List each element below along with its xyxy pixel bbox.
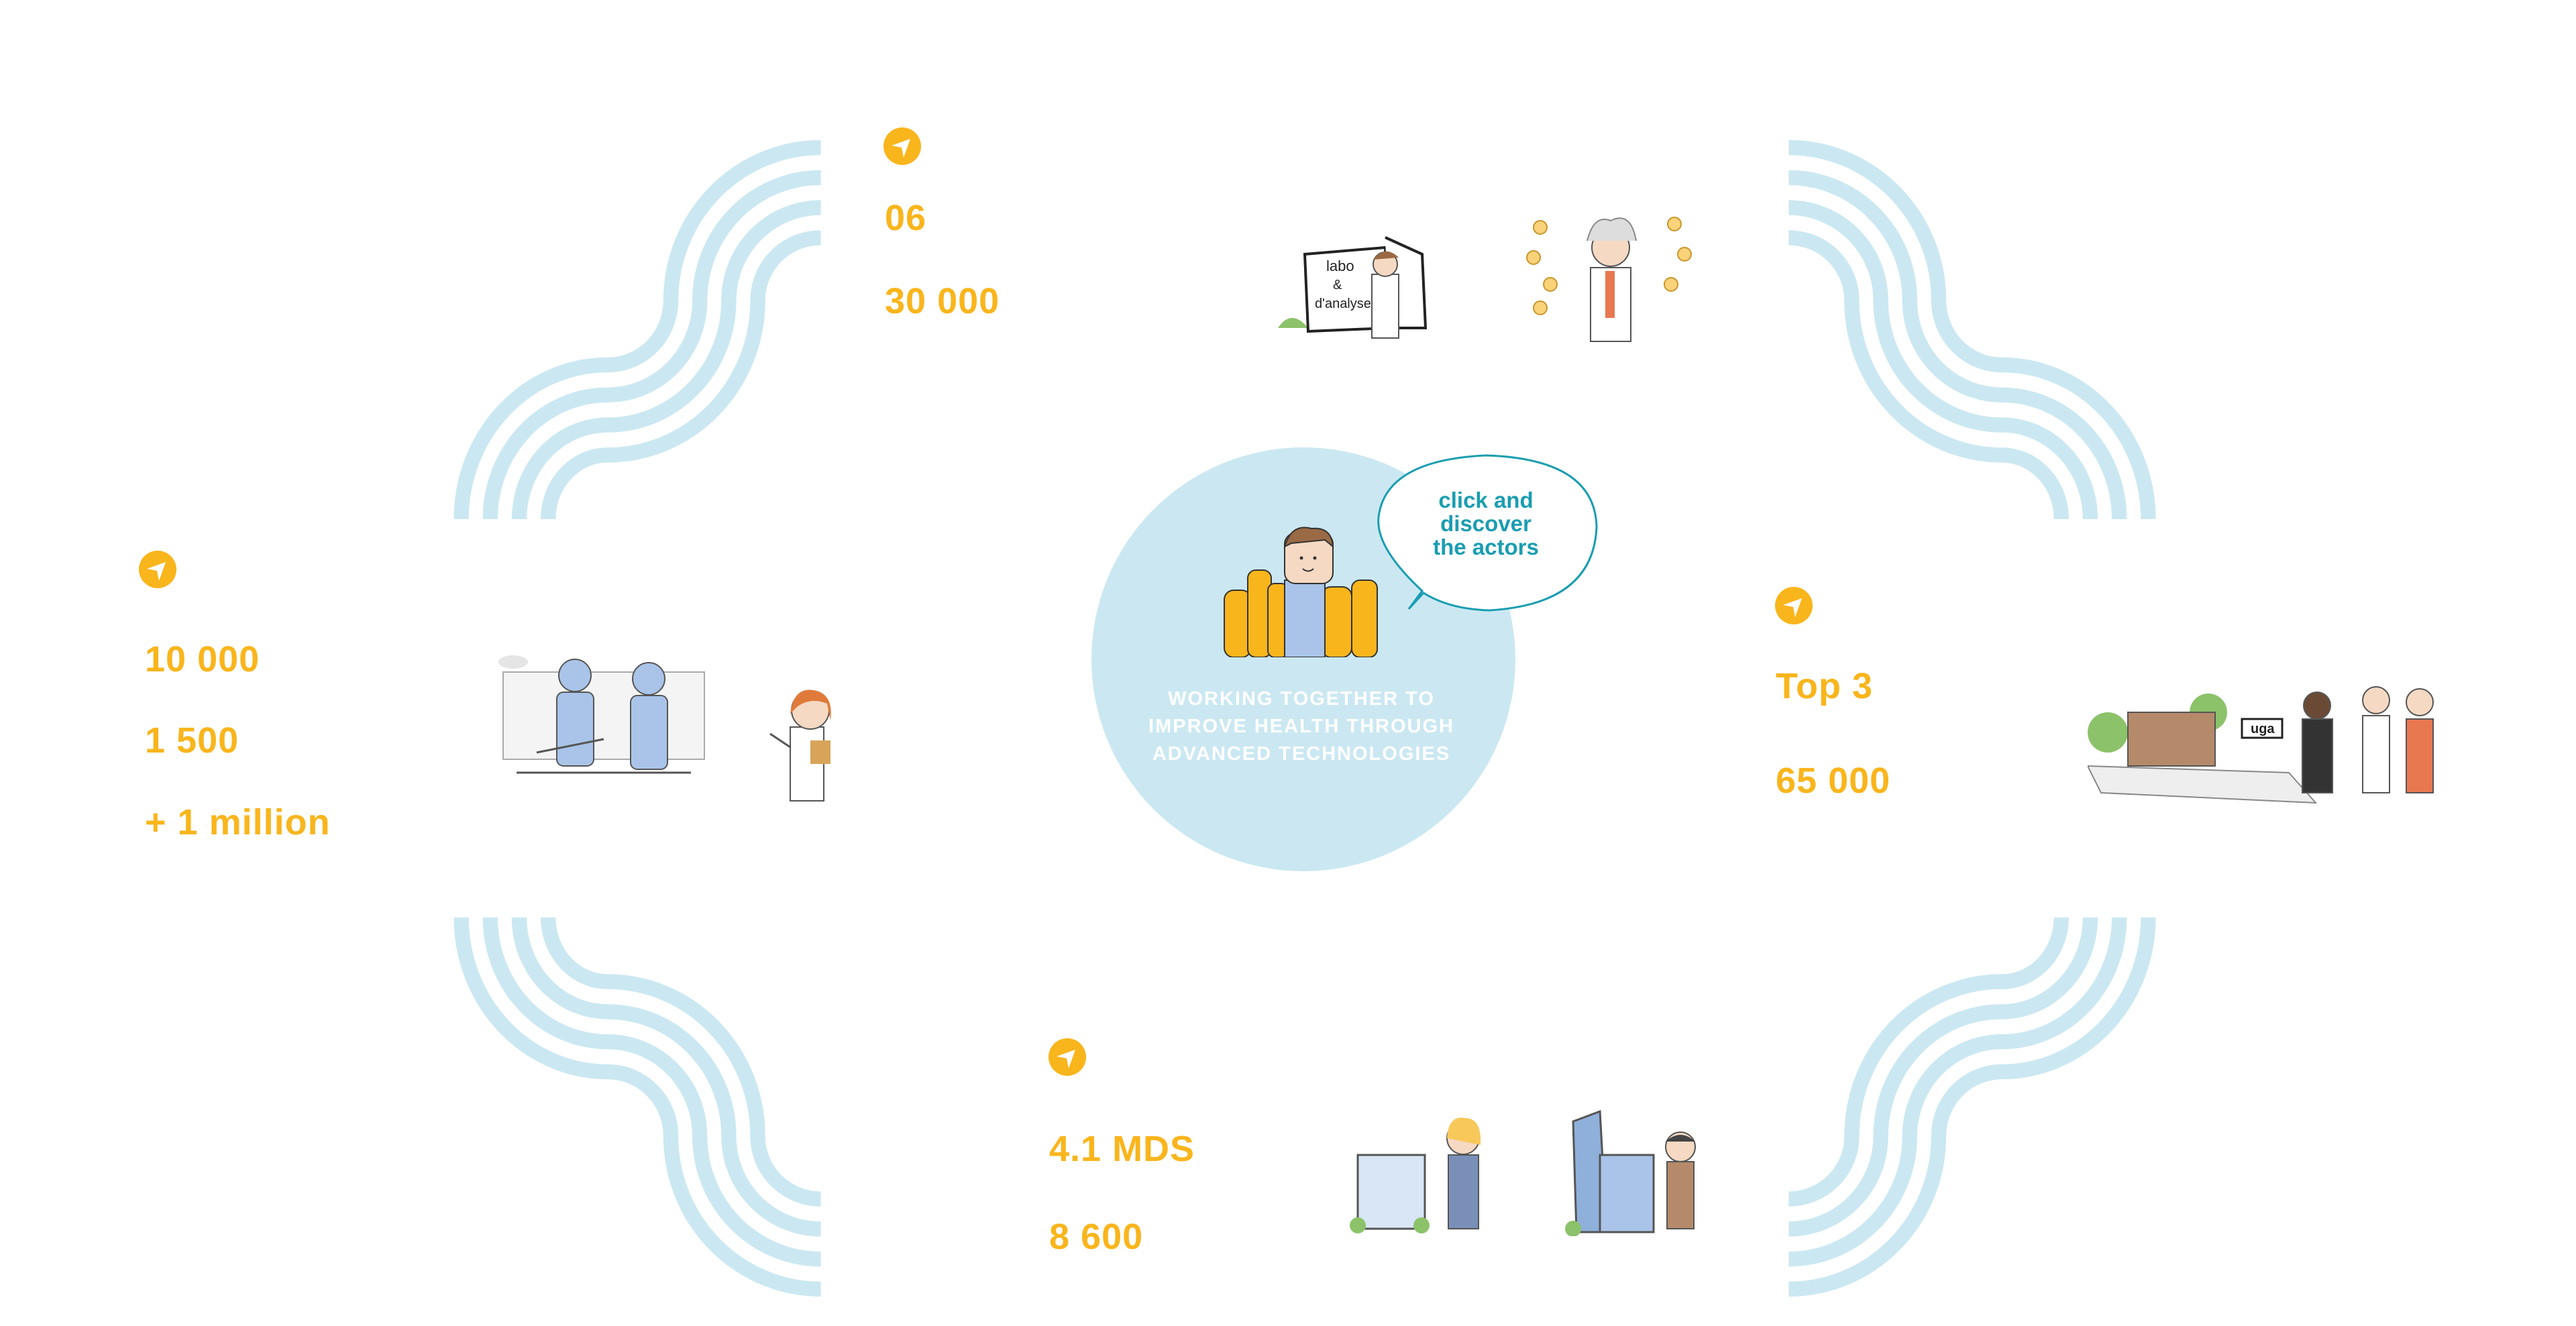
wave-stroke bbox=[1788, 170, 2127, 520]
scientist-illustration[interactable] bbox=[1523, 207, 1696, 349]
wave-stroke bbox=[1788, 200, 2098, 520]
speech-bubble[interactable] bbox=[1375, 453, 1599, 612]
wave-stroke bbox=[1788, 917, 2098, 1237]
wave-decoration-bottom-left bbox=[453, 917, 821, 1297]
lab-sign-text: labo bbox=[1326, 258, 1354, 274]
wave-stroke bbox=[511, 917, 821, 1237]
navigation-arrow-icon[interactable] bbox=[1775, 587, 1813, 624]
doctor-illustration[interactable] bbox=[763, 680, 847, 805]
stat-bottom-2: 8 600 bbox=[1049, 1217, 1144, 1257]
tagline-line: WORKING TOGETHER TO bbox=[1168, 688, 1435, 710]
stat-right-1: Top 3 bbox=[1776, 666, 1873, 706]
bubble-line: the actors bbox=[1433, 535, 1539, 559]
stat-left-2: 1 500 bbox=[145, 720, 239, 761]
wave-stroke bbox=[453, 917, 821, 1297]
wave-stroke bbox=[1788, 140, 2156, 520]
wave-stroke bbox=[541, 917, 821, 1207]
wave-stroke bbox=[453, 140, 821, 520]
tagline-line: IMPROVE HEALTH THROUGH bbox=[1148, 716, 1454, 737]
campus-illustration[interactable]: uga bbox=[2086, 672, 2456, 805]
wave-stroke bbox=[482, 917, 821, 1267]
wave-stroke bbox=[511, 200, 821, 520]
stat-top-2: 30 000 bbox=[885, 281, 1000, 321]
wave-stroke bbox=[541, 230, 821, 520]
navigation-arrow-icon[interactable] bbox=[883, 127, 921, 165]
wave-decoration-top-right bbox=[1788, 140, 2156, 520]
tower-man-illustration[interactable] bbox=[1560, 1108, 1709, 1237]
hub-tagline: WORKING TOGETHER TO IMPROVE HEALTH THROU… bbox=[1100, 685, 1503, 768]
navigation-arrow-icon[interactable] bbox=[139, 551, 176, 588]
lab-sign-text: d'analyse bbox=[1315, 296, 1371, 311]
team-illustration[interactable] bbox=[1218, 523, 1385, 658]
bubble-line: click and bbox=[1438, 488, 1534, 512]
building-woman-illustration[interactable] bbox=[1348, 1108, 1497, 1236]
speech-bubble-text[interactable]: click and discover the actors bbox=[1395, 488, 1576, 559]
wave-stroke bbox=[482, 170, 821, 520]
campus-sign-text: uga bbox=[2251, 722, 2275, 736]
wave-stroke bbox=[1788, 917, 2156, 1297]
lab-illustration[interactable]: labo & d'analyse bbox=[1278, 227, 1494, 340]
stat-right-2: 65 000 bbox=[1776, 761, 1891, 801]
wave-stroke bbox=[1788, 917, 2069, 1207]
navigation-arrow-icon[interactable] bbox=[1049, 1038, 1086, 1076]
wave-stroke bbox=[1788, 230, 2069, 520]
bubble-line: discover bbox=[1440, 511, 1532, 536]
stat-left-1: 10 000 bbox=[145, 639, 260, 679]
stat-left-3: + 1 million bbox=[145, 802, 331, 842]
lab-sign-text: & bbox=[1333, 278, 1342, 292]
stat-top-1: 06 bbox=[885, 198, 927, 238]
stat-bottom-1: 4.1 MDS bbox=[1049, 1129, 1195, 1169]
surgeons-illustration[interactable] bbox=[490, 639, 714, 780]
wave-stroke bbox=[1788, 917, 2127, 1267]
tagline-line: ADVANCED TECHNOLOGIES bbox=[1152, 743, 1451, 765]
wave-decoration-bottom-right bbox=[1788, 917, 2156, 1297]
wave-decoration-top-left bbox=[453, 140, 821, 520]
